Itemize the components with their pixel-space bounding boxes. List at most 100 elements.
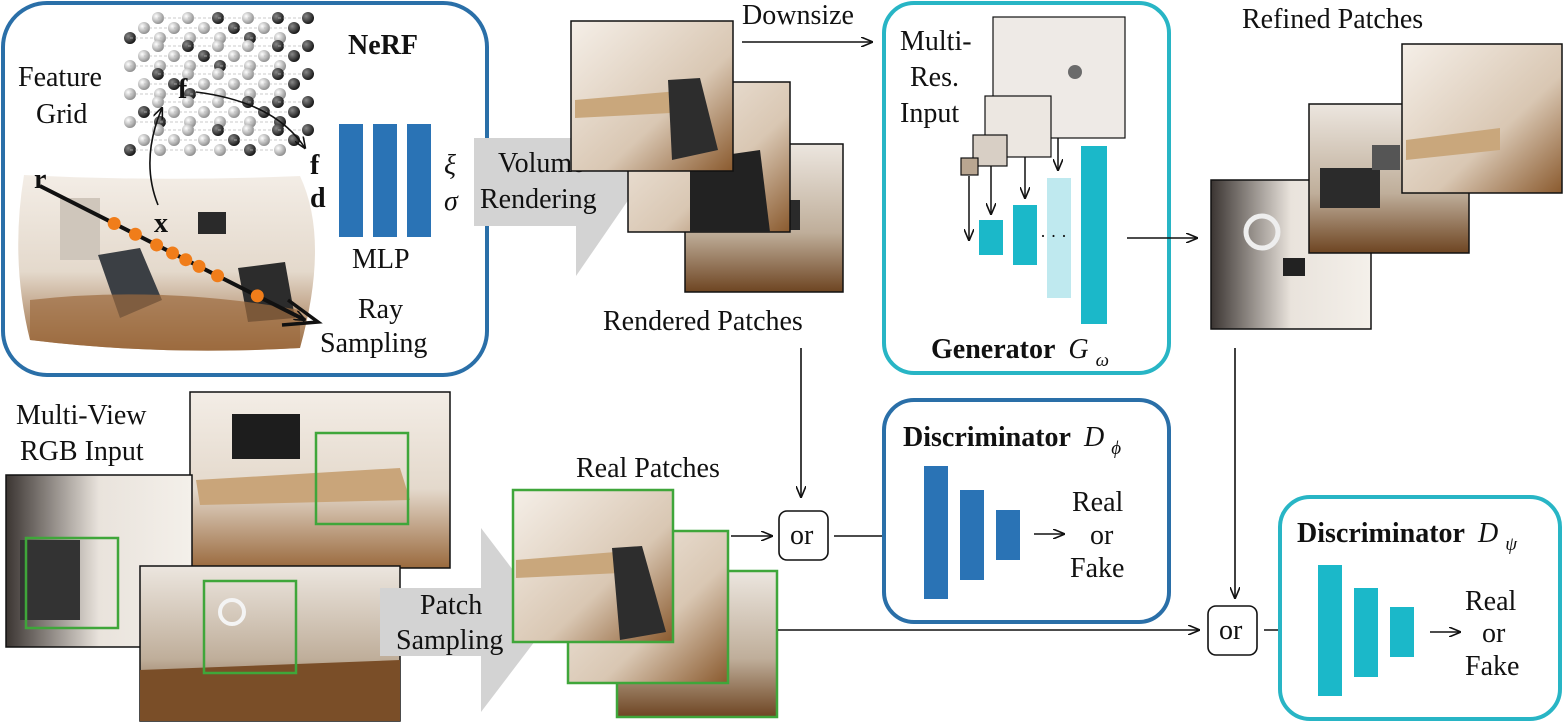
generator-subscript: ω	[1096, 350, 1109, 371]
multi-res-input-label-3: Input	[900, 98, 959, 129]
mlp-layer-2	[373, 124, 397, 237]
volume-rendering-label-1: Volume	[498, 148, 585, 179]
or-node-2: or	[1207, 605, 1258, 656]
discriminator-phi-box	[882, 398, 1171, 624]
grid-feature-sphere	[302, 12, 314, 24]
discriminator-phi-title: Discriminator D ϕ	[903, 422, 1121, 459]
nerf-title: NeRF	[348, 30, 418, 61]
grid-feature-sphere	[302, 96, 314, 108]
mlp-layer-1	[339, 124, 363, 237]
ray-sample-point	[250, 289, 264, 303]
grid-feature-sphere	[288, 50, 300, 62]
discriminator-psi-symbol: D	[1477, 518, 1498, 549]
multi-res-input-label-2: Res.	[910, 62, 959, 93]
grid-feature-sphere	[302, 40, 314, 52]
input-view-3	[139, 565, 401, 722]
discriminator-psi-network	[1318, 565, 1414, 696]
mlp-label: MLP	[352, 244, 410, 275]
generator-layer-4	[1081, 146, 1107, 324]
generator-layer-3	[1047, 178, 1071, 298]
or-node-1: or	[778, 510, 829, 561]
grid-feature-sphere	[302, 68, 314, 80]
generator-network	[979, 146, 1107, 324]
rendered-patch-1	[570, 20, 734, 172]
refined-patch-3	[1401, 43, 1563, 194]
discriminator-phi-out-3: Fake	[1070, 553, 1124, 584]
multiview-images	[5, 391, 451, 722]
multiview-label-2: RGB Input	[20, 436, 144, 467]
or-node-1-label: or	[790, 520, 814, 551]
refined-patches-label: Refined Patches	[1242, 4, 1423, 35]
generator-dots: · · ·	[1040, 226, 1067, 246]
grid-to-x-arrow	[149, 108, 162, 206]
ray-r-label: r	[34, 164, 46, 195]
grid-feature-sphere	[288, 106, 300, 118]
rendered-patches-label: Rendered Patches	[603, 306, 803, 337]
patch-sampling-label-2: Sampling	[396, 625, 503, 656]
point-x-label: x	[154, 208, 168, 239]
or-node-2-label: or	[1219, 615, 1243, 646]
real-patches-label: Real Patches	[576, 453, 720, 484]
real-patches	[511, 488, 779, 719]
discriminator-psi-out-1: Real	[1465, 586, 1517, 617]
multiview-label-1: Multi-View	[16, 400, 147, 431]
nerf-module: NeRF Feature Grid f x r f d ξ σ MLP Ray …	[1, 1, 489, 377]
ray-sample-point	[179, 253, 193, 267]
downsize-label: Downsize	[742, 0, 854, 31]
ray-sample-point	[150, 238, 164, 252]
discriminator-psi-module: Discriminator D ψ Real or Fake	[1278, 495, 1562, 721]
grid-feature-sphere	[302, 124, 314, 136]
multi-res-input-label-1: Multi-	[900, 26, 972, 57]
feature-f-label: f	[178, 74, 188, 105]
feature-grid-label-1: Feature	[18, 62, 102, 93]
generator-layer-1	[979, 220, 1003, 255]
mlp-output-xi: ξ	[444, 150, 456, 181]
mlp-output-sigma: σ	[444, 186, 459, 217]
ray-sample-point	[166, 246, 179, 260]
discriminator-psi-out-2: or	[1482, 618, 1506, 649]
generator-title: Generator G ω	[931, 334, 1109, 371]
rendered-patches	[570, 20, 844, 293]
grid-feature-sphere	[288, 78, 300, 90]
discriminator-phi-out-2: or	[1090, 520, 1114, 551]
discriminator-psi-layer-3	[1390, 607, 1414, 657]
discriminator-psi-title: Discriminator D ψ	[1297, 518, 1518, 555]
multi-res-patches	[960, 16, 1126, 176]
ray-sample-points	[107, 217, 264, 303]
ray-arrowhead	[281, 298, 323, 327]
real-patch-1	[511, 488, 675, 644]
discriminator-phi-module: Discriminator D ϕ Real or Fake	[882, 398, 1171, 624]
discriminator-phi-layer-2	[960, 490, 984, 580]
discriminator-phi-layer-1	[924, 466, 948, 599]
mlp-layer-3	[407, 124, 431, 237]
ray-sampling-label-1: Ray	[358, 294, 403, 325]
ray-sample-point	[107, 217, 121, 231]
ray-sample-point	[192, 259, 206, 273]
mlp-network	[339, 124, 431, 237]
grid-feature-sphere	[274, 144, 286, 156]
feature-grid	[124, 12, 314, 156]
discriminator-psi-title-word: Discriminator	[1297, 518, 1465, 549]
ray-sampling-label-2: Sampling	[320, 328, 427, 359]
feature-grid-label-2: Grid	[36, 99, 87, 130]
discriminator-phi-symbol: D	[1083, 422, 1104, 453]
input-view-1	[189, 391, 451, 569]
panorama-image	[18, 175, 316, 351]
discriminator-phi-network	[924, 466, 1020, 599]
discriminator-phi-subscript: ϕ	[1111, 438, 1121, 459]
discriminator-psi-subscript: ψ	[1505, 534, 1518, 555]
ray-sample-point	[211, 269, 225, 283]
generator-module: Multi- Res. Input · · · Generator G ω	[882, 1, 1171, 375]
discriminator-psi-out-3: Fake	[1465, 651, 1519, 682]
grid-feature-sphere	[288, 22, 300, 34]
refined-patches	[1210, 43, 1563, 330]
volume-rendering-label-2: Rendering	[480, 184, 597, 215]
discriminator-phi-layer-3	[996, 510, 1020, 560]
discriminator-phi-title-word: Discriminator	[903, 422, 1071, 453]
generator-symbol: G	[1068, 334, 1088, 365]
discriminator-psi-box	[1278, 495, 1562, 721]
generator-title-word: Generator	[931, 334, 1055, 365]
discriminator-psi-layer-1	[1318, 565, 1342, 696]
discriminator-phi-out-1: Real	[1072, 487, 1124, 518]
